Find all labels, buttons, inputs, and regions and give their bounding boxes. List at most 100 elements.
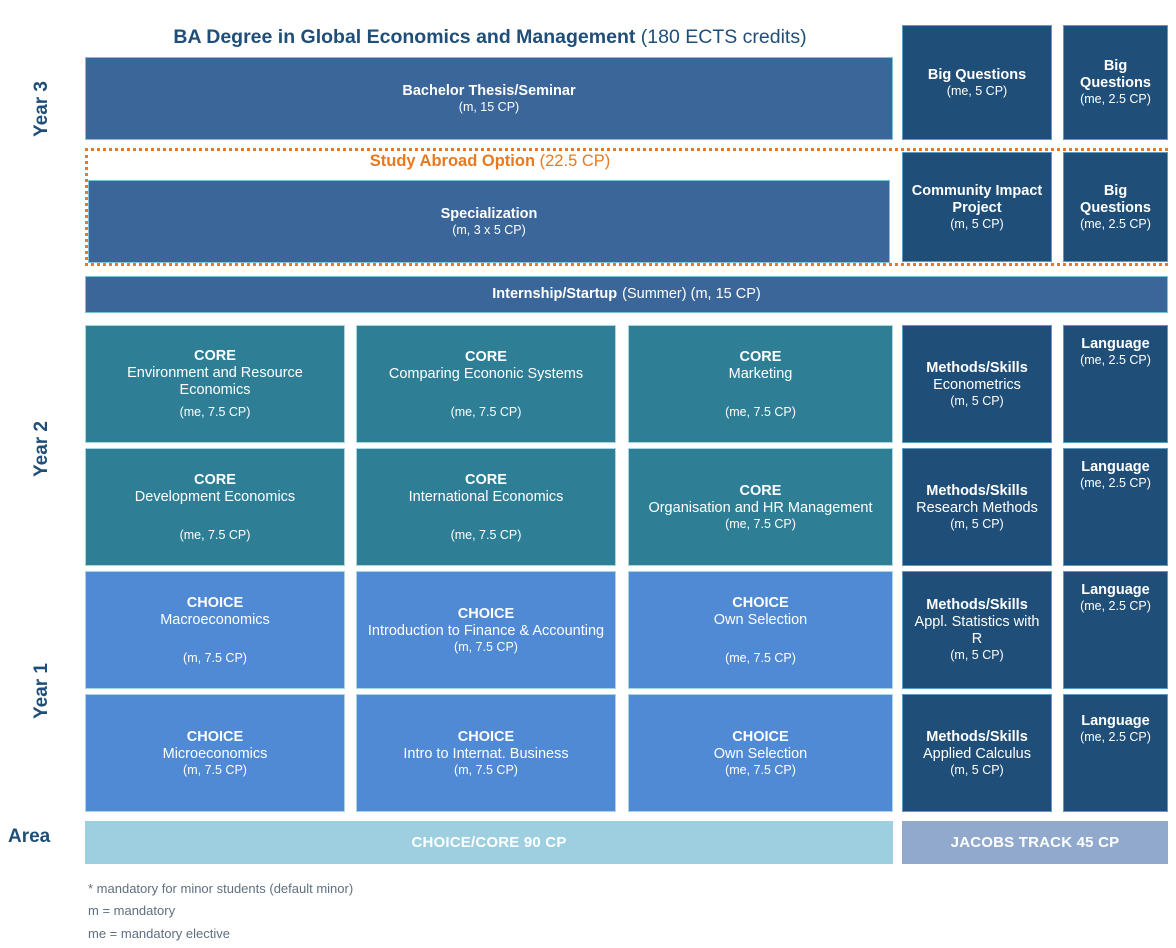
course-specialization[interactable]: Specialization (m, 3 x 5 CP): [88, 180, 890, 263]
course-credits: (m, 5 CP): [950, 648, 1004, 663]
course-tag: CHOICE: [186, 728, 244, 745]
course-year1-r1-language[interactable]: Language (me, 2.5 CP): [1063, 571, 1168, 689]
course-year1-r1-c2[interactable]: CHOICE Introduction to Finance & Account…: [356, 571, 616, 689]
course-title: Own Selection: [713, 611, 808, 628]
course-title: Marketing: [728, 365, 793, 382]
course-title: Bachelor Thesis/Seminar: [402, 82, 576, 99]
course-credits: (me, 7.5 CP): [179, 527, 251, 542]
course-year2-r2-language[interactable]: Language (me, 2.5 CP): [1063, 448, 1168, 566]
course-tag: Language: [1081, 459, 1150, 475]
course-year2-r2-c3[interactable]: CORE Organisation and HR Management (me,…: [628, 448, 893, 566]
course-year1-r2-c2[interactable]: CHOICE Intro to Internat. Business (m, 7…: [356, 694, 616, 812]
course-year1-r2-language[interactable]: Language (me, 2.5 CP): [1063, 694, 1168, 812]
course-credits: (m, 7.5 CP): [454, 639, 518, 654]
course-year2-r1-language[interactable]: Language (me, 2.5 CP): [1063, 325, 1168, 443]
course-credits: (me, 7.5 CP): [450, 404, 522, 419]
course-credits: (me, 2.5 CP): [1080, 92, 1151, 107]
course-title: Introduction to Finance & Accounting: [367, 622, 605, 639]
course-title: International Economics: [408, 488, 564, 505]
legend-line-3: me = mandatory elective: [88, 925, 230, 941]
course-title: Applied Calculus: [922, 745, 1031, 762]
course-year2-r2-methods[interactable]: Methods/Skills Research Methods (m, 5 CP…: [902, 448, 1052, 566]
course-big-questions-5cp[interactable]: Big Questions (me, 5 CP): [902, 25, 1052, 140]
course-tag: CHOICE: [732, 728, 789, 745]
course-year1-r1-c3[interactable]: CHOICE Own Selection (me, 7.5 CP): [628, 571, 893, 689]
course-year2-r2-c1[interactable]: CORE Development Economics (me, 7.5 CP): [85, 448, 345, 566]
course-credits: (me, 7.5 CP): [450, 527, 522, 542]
course-year1-r1-c1[interactable]: CHOICE Macroeconomics (m, 7.5 CP): [85, 571, 345, 689]
course-credits: (m, 5 CP): [950, 516, 1004, 531]
course-tag: CORE: [465, 348, 507, 365]
legend: * mandatory for minor students (default …: [88, 878, 353, 945]
course-credits: (me, 2.5 CP): [1080, 730, 1151, 745]
course-title: Own Selection: [713, 745, 808, 762]
course-title: Organisation and HR Management: [648, 499, 873, 516]
course-title: Internship/Startup: [492, 285, 618, 302]
course-tag: Methods/Skills: [926, 596, 1028, 613]
course-year1-r2-c3[interactable]: CHOICE Own Selection (me, 7.5 CP): [628, 694, 893, 812]
study-abroad-label-credits: (22.5 CP): [539, 152, 611, 170]
page-title-bold: BA Degree in Global Economics and Manage…: [173, 26, 636, 48]
course-credits: (me, 2.5 CP): [1080, 599, 1151, 614]
course-year1-r2-c1[interactable]: CHOICE Microeconomics (m, 7.5 CP): [85, 694, 345, 812]
course-tag: CORE: [194, 347, 236, 364]
course-credits: (me, 2.5 CP): [1080, 476, 1151, 491]
course-year2-r2-c2[interactable]: CORE International Economics (me, 7.5 CP…: [356, 448, 616, 566]
course-tag: CHOICE: [457, 728, 515, 745]
course-credits: (m, 7.5 CP): [183, 650, 247, 665]
course-credits: (me, 7.5 CP): [725, 762, 796, 777]
course-title: Big Questions: [927, 66, 1027, 83]
course-credits: (Summer) (m, 15 CP): [622, 285, 761, 302]
course-tag: CORE: [739, 482, 782, 499]
course-title: Econometrics: [933, 376, 1021, 393]
area-bar-choice-core: CHOICE/CORE 90 CP: [85, 821, 893, 864]
course-bachelor-thesis[interactable]: Bachelor Thesis/Seminar (m, 15 CP): [85, 57, 893, 140]
course-title: Microeconomics: [162, 745, 268, 762]
course-internship-startup[interactable]: Internship/Startup (Summer) (m, 15 CP): [85, 276, 1168, 313]
course-title: Research Methods: [916, 499, 1038, 516]
course-title: Intro to Internat. Business: [403, 745, 569, 762]
course-tag: CORE: [194, 471, 236, 488]
area-label: Area: [8, 826, 51, 847]
legend-line-1: * mandatory for minor students (default …: [88, 881, 354, 896]
course-credits: (me, 7.5 CP): [725, 650, 796, 665]
area-bar-jacobs-track: JACOBS TRACK 45 CP: [902, 821, 1168, 864]
course-year1-r2-methods[interactable]: Methods/Skills Applied Calculus (m, 5 CP…: [902, 694, 1052, 812]
year-label-year2: Year 2: [31, 421, 52, 477]
course-year2-r1-methods[interactable]: Methods/Skills Econometrics (m, 5 CP): [902, 325, 1052, 443]
course-credits: (me, 7.5 CP): [725, 516, 796, 531]
page-title-credits: (180 ECTS credits): [640, 26, 807, 48]
course-year1-r1-methods[interactable]: Methods/Skills Appl. Statistics with R (…: [902, 571, 1052, 689]
course-credits: (me, 2.5 CP): [1080, 216, 1151, 231]
course-tag: Language: [1081, 336, 1150, 352]
course-tag: Methods/Skills: [926, 728, 1028, 745]
page-title: BA Degree in Global Economics and Manage…: [85, 26, 895, 49]
course-tag: CHOICE: [186, 594, 244, 611]
course-title: Appl. Statistics with R: [914, 614, 1040, 648]
course-big-questions-2.5cp-lower[interactable]: Big Questions (me, 2.5 CP): [1063, 152, 1168, 262]
course-tag: Methods/Skills: [926, 359, 1028, 376]
course-credits: (me, 7.5 CP): [725, 404, 796, 419]
course-tag: Methods/Skills: [926, 482, 1028, 499]
course-year2-r1-c2[interactable]: CORE Comparing Econonic Systems (me, 7.5…: [356, 325, 616, 443]
course-credits: (me, 2.5 CP): [1080, 353, 1151, 368]
course-title: Community Impact Project: [911, 182, 1043, 216]
course-year2-r1-c3[interactable]: CORE Marketing (me, 7.5 CP): [628, 325, 893, 443]
year-label-year1: Year 1: [31, 663, 52, 719]
course-big-questions-2.5cp-upper[interactable]: Big Questions (me, 2.5 CP): [1063, 25, 1168, 140]
course-community-impact-project[interactable]: Community Impact Project (m, 5 CP): [902, 152, 1052, 262]
study-abroad-label-bold: Study Abroad Option: [369, 152, 536, 170]
course-tag: Language: [1081, 713, 1150, 729]
course-credits: (m, 15 CP): [458, 99, 520, 114]
course-credits: (m, 3 x 5 CP): [452, 222, 526, 237]
course-title: Big Questions: [1080, 182, 1151, 216]
course-credits: (m, 5 CP): [950, 393, 1004, 408]
study-abroad-label: Study Abroad Option (22.5 CP): [85, 152, 895, 171]
year-label-year3: Year 3: [31, 81, 52, 137]
course-title: Development Economics: [134, 488, 296, 505]
course-title: Specialization: [440, 205, 538, 222]
course-tag: CORE: [739, 348, 782, 365]
course-year2-r1-c1[interactable]: CORE Environment and Resource Economics …: [85, 325, 345, 443]
course-tag: CHOICE: [732, 594, 789, 611]
